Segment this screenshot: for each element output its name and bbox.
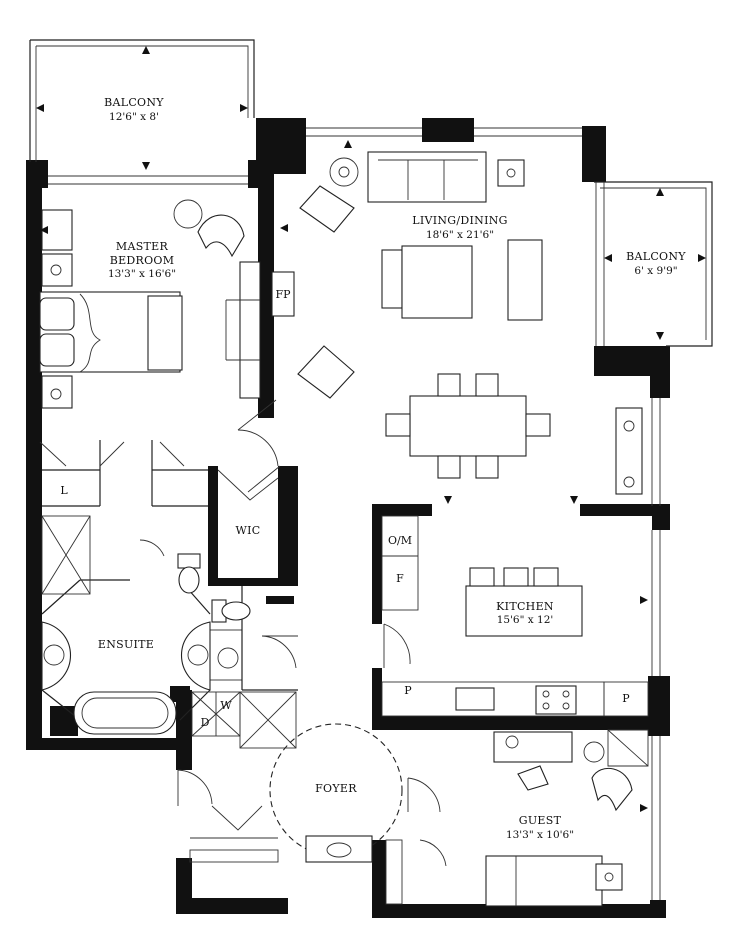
pantry-right-label: P [622,692,630,705]
kitchen-name: KITCHEN [496,600,554,613]
balcony-living-dims: 6' x 9'9" [634,265,677,277]
wic-name: WIC [236,524,261,537]
dimension-arrows [36,46,706,812]
linen-label: L [60,484,68,497]
fridge-label: F [396,572,404,585]
master-bedroom-name-2: BEDROOM [110,254,175,267]
oven-microwave-label: O/M [388,534,412,547]
balcony-living-name: BALCONY [626,250,686,263]
furniture [39,151,643,907]
master-bedroom-dims: 13'3" x 16'6" [108,268,176,280]
guest-dims: 13'3" x 10'6" [506,829,574,841]
living-dining-dims: 18'6" x 21'6" [426,229,494,241]
foyer-name: FOYER [315,782,357,795]
balcony-master-name: BALCONY [104,96,164,109]
room-labels: BALCONY 12'6" x 8' MASTER BEDROOM 13'3" … [98,96,686,841]
washer-label: W [220,699,232,712]
living-dining-name: LIVING/DINING [412,214,508,227]
walls [26,118,670,918]
guest-name: GUEST [519,814,562,827]
fireplace-label: FP [275,288,291,301]
master-bedroom-name-1: MASTER [116,240,169,253]
pantry-left-label: P [404,684,412,697]
ensuite-name: ENSUITE [98,638,154,651]
fixture-labels: FP L O/M F P P D W [60,288,630,729]
balcony-master-dims: 12'6" x 8' [109,111,159,123]
dryer-label: D [201,716,210,729]
doors [39,399,447,867]
kitchen-dims: 15'6" x 12' [497,614,554,626]
